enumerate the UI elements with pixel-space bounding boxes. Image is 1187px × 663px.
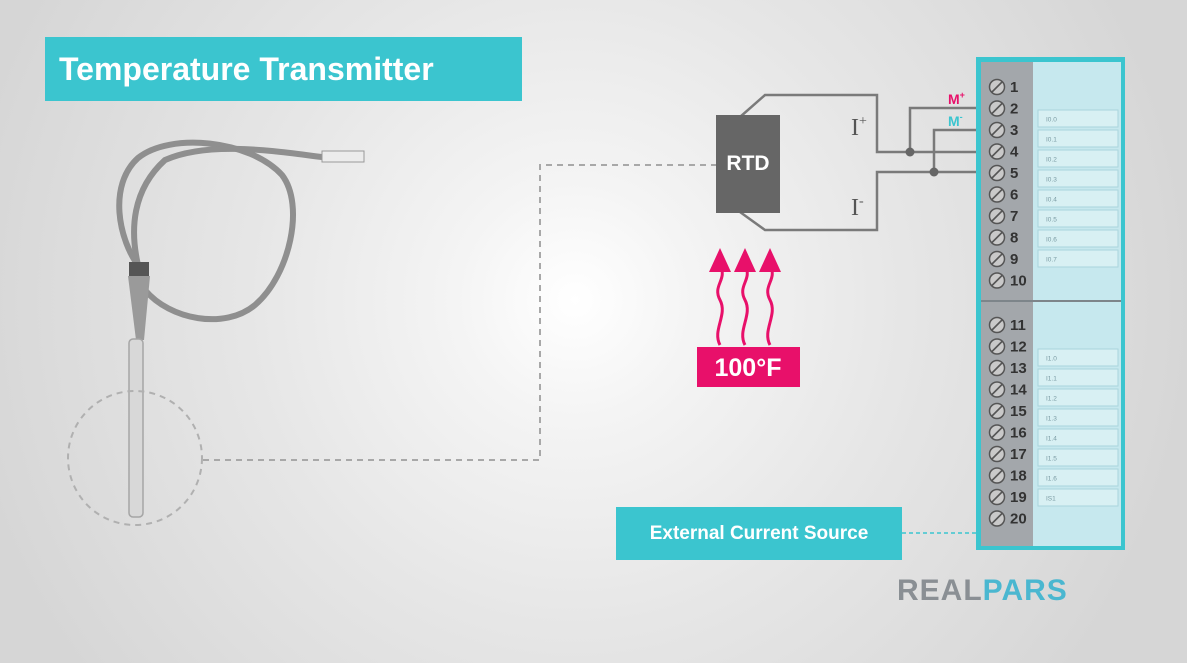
terminal-screw-slot	[991, 405, 1003, 417]
channel-label: I0.5	[1046, 217, 1057, 224]
channel-labels: I0.0I0.1I0.2I0.3I0.4I0.5I0.6I0.7I1.0I1.1…	[1037, 109, 1119, 507]
channel-box	[1037, 229, 1119, 248]
terminal-screw-slot	[991, 210, 1003, 222]
external-current-source-label: External Current Source	[616, 507, 902, 560]
terminal-screw-slot	[991, 383, 1003, 396]
rtd-label: RTD	[726, 152, 769, 175]
terminal-number: 4	[1010, 144, 1019, 161]
channel-box	[1037, 149, 1119, 168]
channel-label: I0.3	[1046, 177, 1057, 184]
channel-box	[1037, 129, 1119, 148]
terminal-number: 2	[1010, 101, 1018, 118]
terminal-screw-slot	[991, 469, 1003, 482]
terminal-number: 19	[1010, 489, 1027, 506]
channel-box	[1037, 408, 1119, 427]
terminal-screw-slot	[991, 102, 1003, 115]
terminal-number: 10	[1010, 273, 1027, 290]
channel-label: I1.0	[1046, 356, 1057, 363]
terminal-screw-slot	[991, 188, 1003, 201]
terminal-number: 9	[1010, 251, 1018, 268]
terminal-number: 20	[1010, 511, 1027, 528]
channel-box	[1037, 448, 1119, 467]
channel-label: I1.5	[1046, 456, 1057, 463]
terminal-screw-slot	[991, 231, 1003, 244]
channel-box	[1037, 189, 1119, 208]
rtd-circuit: RTD I+ I- M+ M-	[716, 90, 985, 232]
channel-box	[1037, 428, 1119, 447]
channel-label: I0.4	[1046, 197, 1057, 204]
terminal-number: 15	[1010, 403, 1027, 420]
m-plus-label: M+	[948, 90, 965, 107]
terminal-number: 1	[1010, 79, 1018, 96]
rtd-element	[716, 115, 780, 213]
terminal-screw-slot	[991, 426, 1003, 439]
m-minus-label: M-	[948, 112, 963, 129]
terminal-number: 17	[1010, 446, 1027, 463]
channel-label: I1.1	[1046, 376, 1057, 383]
channel-box	[1037, 468, 1119, 487]
channel-label: I1.3	[1046, 416, 1057, 423]
realpars-logo: REALPARS	[897, 574, 1068, 607]
channel-label: I0.7	[1046, 257, 1057, 264]
terminal-screw-slot	[991, 124, 1003, 136]
page-title: Temperature Transmitter	[45, 37, 522, 101]
terminal-number: 18	[1010, 468, 1027, 485]
probe-tip-highlight	[67, 390, 203, 526]
channel-box	[1037, 348, 1119, 367]
channel-box	[1037, 109, 1119, 128]
terminal-screw-slot	[991, 448, 1003, 460]
terminal-number: 14	[1010, 382, 1027, 399]
channel-box	[1037, 368, 1119, 387]
terminal-screw-slot	[991, 167, 1003, 179]
terminal-number: 8	[1010, 230, 1018, 247]
current-minus-label: I-	[851, 194, 864, 221]
channel-label: I1.4	[1046, 436, 1057, 443]
channel-box	[1037, 169, 1119, 188]
terminal-number: 7	[1010, 208, 1018, 225]
terminal-screw-slot	[991, 491, 1003, 503]
channel-label: IS1	[1046, 496, 1056, 503]
channel-box	[1037, 488, 1119, 507]
terminal-number: 6	[1010, 187, 1018, 204]
channel-label: I1.6	[1046, 476, 1057, 483]
terminal-screw-slot	[991, 319, 1003, 331]
terminal-number: 12	[1010, 339, 1027, 356]
channel-label: I1.2	[1046, 396, 1057, 403]
channel-label: I0.2	[1046, 157, 1057, 164]
terminal-number: 5	[1010, 165, 1018, 182]
terminal-screw-slot	[991, 512, 1003, 525]
terminal-screw-slot	[991, 340, 1003, 353]
temperature-value: 100°F	[715, 354, 782, 382]
channel-box	[1037, 388, 1119, 407]
terminal-screw-slot	[991, 274, 1003, 287]
terminal-number: 13	[1010, 360, 1027, 377]
probe-to-rtd-dashed-line	[203, 164, 716, 461]
terminal-number: 11	[1010, 317, 1026, 334]
channel-box	[1037, 209, 1119, 228]
terminal-number: 16	[1010, 425, 1027, 442]
channel-label: I0.6	[1046, 237, 1057, 244]
terminal-screw-slot	[991, 362, 1003, 374]
channel-label: I0.1	[1046, 137, 1057, 144]
terminal-screw-slot	[991, 145, 1003, 158]
rtd-probe-icon	[116, 139, 365, 518]
temperature-badge	[697, 347, 800, 387]
channel-label: I0.0	[1046, 117, 1057, 124]
terminal-screw-slot	[991, 253, 1003, 265]
terminal-screw-slot	[991, 81, 1003, 93]
current-plus-label: I+	[851, 114, 867, 141]
heat-arrows-icon	[709, 248, 781, 346]
channel-box	[1037, 249, 1119, 268]
terminal-number: 3	[1010, 122, 1018, 139]
